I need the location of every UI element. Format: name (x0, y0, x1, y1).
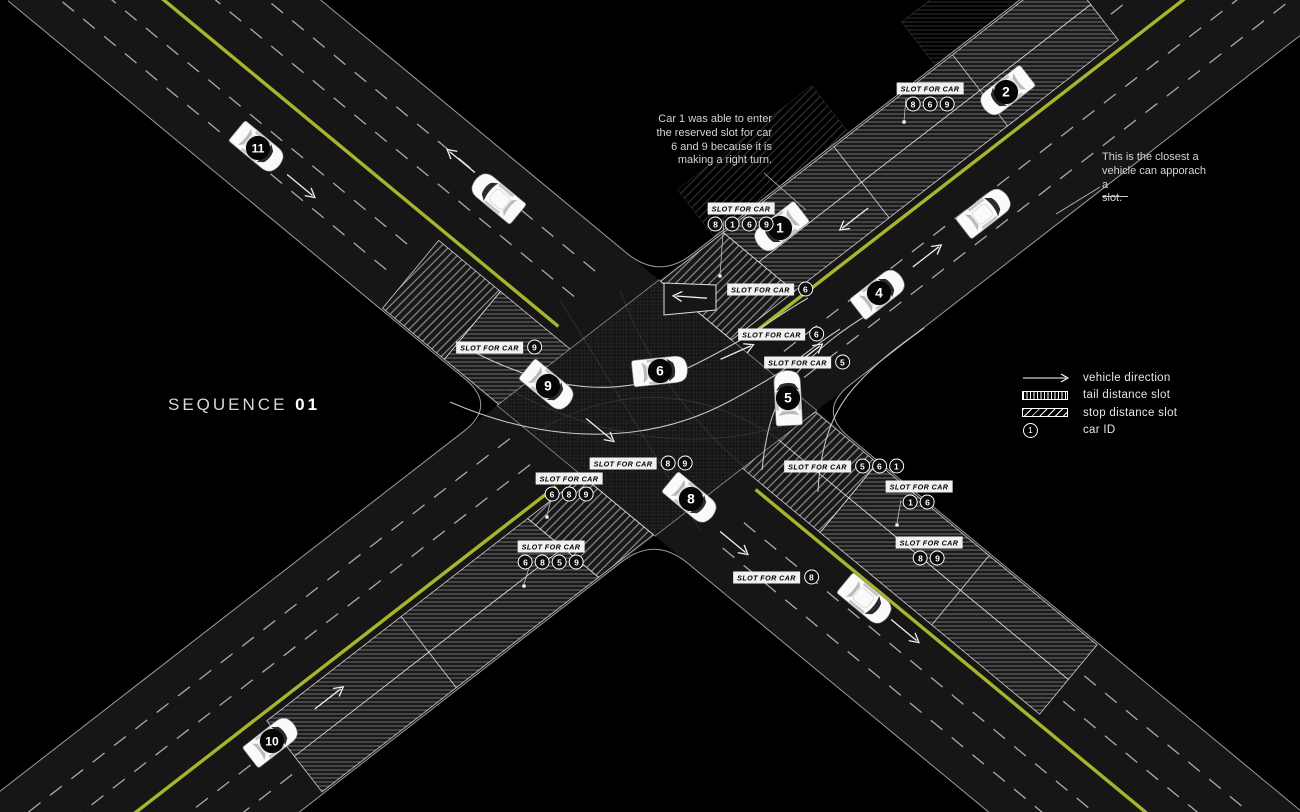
stop-hatch-icon (1022, 408, 1074, 418)
ghost-slot-hatches (676, 0, 1063, 238)
legend-row-car-id: 1 car ID (1022, 422, 1177, 440)
annotation-car1-right-turn: Car 1 was able to enter the reserved slo… (656, 113, 772, 167)
car-id-badge: 4 (866, 280, 892, 306)
car: 11 (229, 120, 284, 172)
svg-text:8: 8 (687, 491, 695, 506)
car-id-badge: 11 (245, 135, 271, 161)
car: 8 (662, 471, 717, 523)
legend-label: stop distance slot (1083, 406, 1178, 419)
direction-arrow (720, 343, 755, 360)
svg-text:9: 9 (544, 378, 552, 393)
car: 5 (773, 370, 803, 427)
direction-arrow (585, 418, 615, 443)
legend-row-stop-distance: stop distance slot (1022, 404, 1177, 422)
annotation-closest-approach: This is the closest a vehicle can appora… (1102, 151, 1206, 205)
car: 10 (242, 717, 298, 768)
direction-arrow (719, 531, 749, 556)
car: 9 (519, 358, 574, 410)
svg-text:1: 1 (776, 220, 784, 235)
legend-row-tail-distance: tail distance slot (1022, 387, 1177, 405)
direction-arrow (890, 619, 920, 644)
annotation-underline (1102, 196, 1128, 197)
right-turn-pocket (663, 282, 717, 316)
tail-hatch-icon (1022, 390, 1074, 400)
legend-label: tail distance slot (1083, 389, 1171, 402)
direction-arrows-layer (286, 148, 943, 710)
car-id-badge: 2 (993, 79, 1019, 105)
car: 6 (631, 355, 688, 388)
cars-layer: 1 2 4 5 6 8 9 10 11 (229, 65, 1036, 768)
svg-text:2: 2 (1002, 84, 1010, 99)
car (955, 188, 1011, 239)
legend: vehicle direction tail distance slot sto… (1022, 369, 1177, 439)
car (471, 173, 526, 225)
car-id-badge: 10 (259, 728, 285, 754)
direction-arrow (912, 244, 943, 268)
direction-arrow (446, 148, 476, 173)
sequence-title: SEQUENCE 01 (168, 395, 320, 415)
svg-text:10: 10 (265, 734, 279, 748)
sequence-number: 01 (295, 395, 321, 414)
car-id-badge: 5 (775, 385, 801, 411)
svg-text:5: 5 (784, 390, 792, 405)
car-id-badge: 1 (767, 215, 793, 241)
car: 2 (980, 65, 1036, 116)
legend-label: vehicle direction (1083, 371, 1171, 384)
car-id-badge: 6 (647, 358, 673, 384)
car: 4 (849, 269, 905, 320)
sequence-label: SEQUENCE (168, 395, 288, 414)
vehicle-direction-arrow-icon (1022, 372, 1074, 384)
svg-text:6: 6 (656, 363, 664, 378)
leader-dots (522, 120, 906, 588)
legend-label: car ID (1083, 424, 1116, 437)
legend-row-vehicle-direction: vehicle direction (1022, 369, 1177, 387)
svg-text:11: 11 (252, 141, 265, 155)
direction-arrow (314, 686, 345, 710)
car-id-badge: 8 (678, 486, 704, 512)
direction-arrow (671, 290, 708, 302)
svg-text:4: 4 (875, 285, 883, 300)
car (837, 572, 892, 624)
car-id-badge: 9 (535, 373, 561, 399)
direction-arrow (286, 174, 316, 199)
car-id-badge-icon: 1 (1022, 422, 1074, 438)
direction-arrow (838, 207, 869, 231)
